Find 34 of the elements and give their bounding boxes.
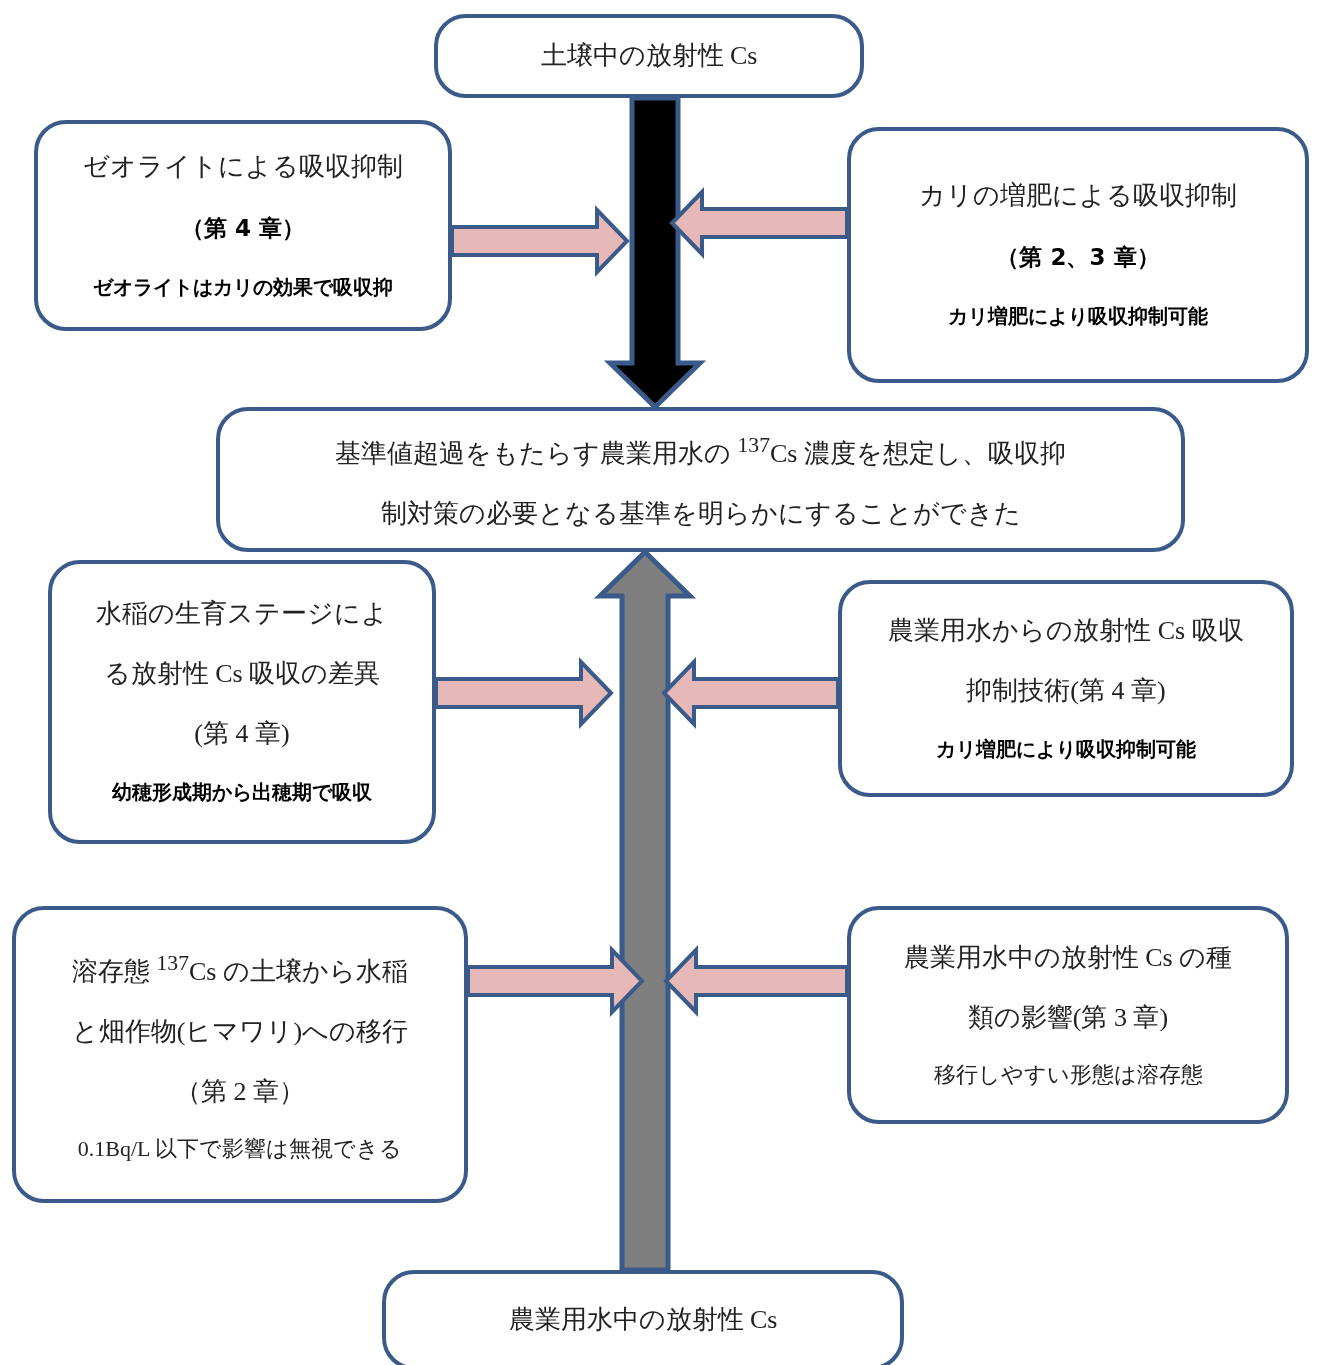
chapter-label: (第 4 章) [194,718,290,750]
box-title: 農業用水中の放射性 Cs の種類の影響(第 3 章) [902,942,1234,1034]
box-title: 土壌中の放射性 Cs [540,40,758,72]
finding-text: 移行しやすい形態は溶存態 [933,1061,1203,1089]
box-title: 農業用水からの放射性 Cs 吸収抑制技術(第 4 章) [887,614,1245,707]
rounded-box [434,14,864,98]
finding-text: 0.1Bq/L 以下で影響は無視できる [77,1134,403,1163]
finding-text: カリ増肥により吸収抑制可能 [936,735,1196,763]
block-arrow [669,187,849,259]
rounded-box [838,580,1294,797]
block-arrow [661,657,840,729]
box-title: 水稲の生育ステージによる放射性 Cs 吸収の差異 [95,598,389,690]
finding-text: カリ増肥により吸収抑制可能 [948,303,1208,330]
finding-text: 幼穂形成期から出穂期で吸収 [112,779,372,806]
block-arrow [466,945,645,1017]
rounded-box [48,560,436,844]
chapter-label: （第 2、3 章） [996,243,1160,272]
box-title: カリの増肥による吸収抑制 [919,180,1237,212]
block-arrow [663,945,849,1017]
rounded-box [847,127,1309,383]
box-title: ゼオライトによる吸収抑制 [83,150,403,183]
rounded-box [34,120,452,331]
chapter-label: （第 4 章） [181,213,305,243]
conclusion-text: 基準値超過をもたらす農業用水の $^{137}$Cs 濃度を想定し、吸収抑制対策の必要となる基準を明らかにすることができた [334,432,1067,530]
rounded-box [12,906,468,1203]
chapter-label: （第 2 章） [175,1075,305,1108]
rounded-box [382,1270,904,1365]
rounded-box [847,906,1289,1124]
finding-text: ゼオライトはカリの効果で吸収抑 [93,273,393,301]
box-title: 農業用水中の放射性 Cs [508,1304,778,1336]
box-title: 溶存態 $^{137}$Cs の土壌から水稲と畑作物(ヒマワリ)への移行 [70,950,410,1048]
block-arrow [450,205,630,277]
block-arrow [434,657,614,729]
rounded-box [216,407,1185,552]
